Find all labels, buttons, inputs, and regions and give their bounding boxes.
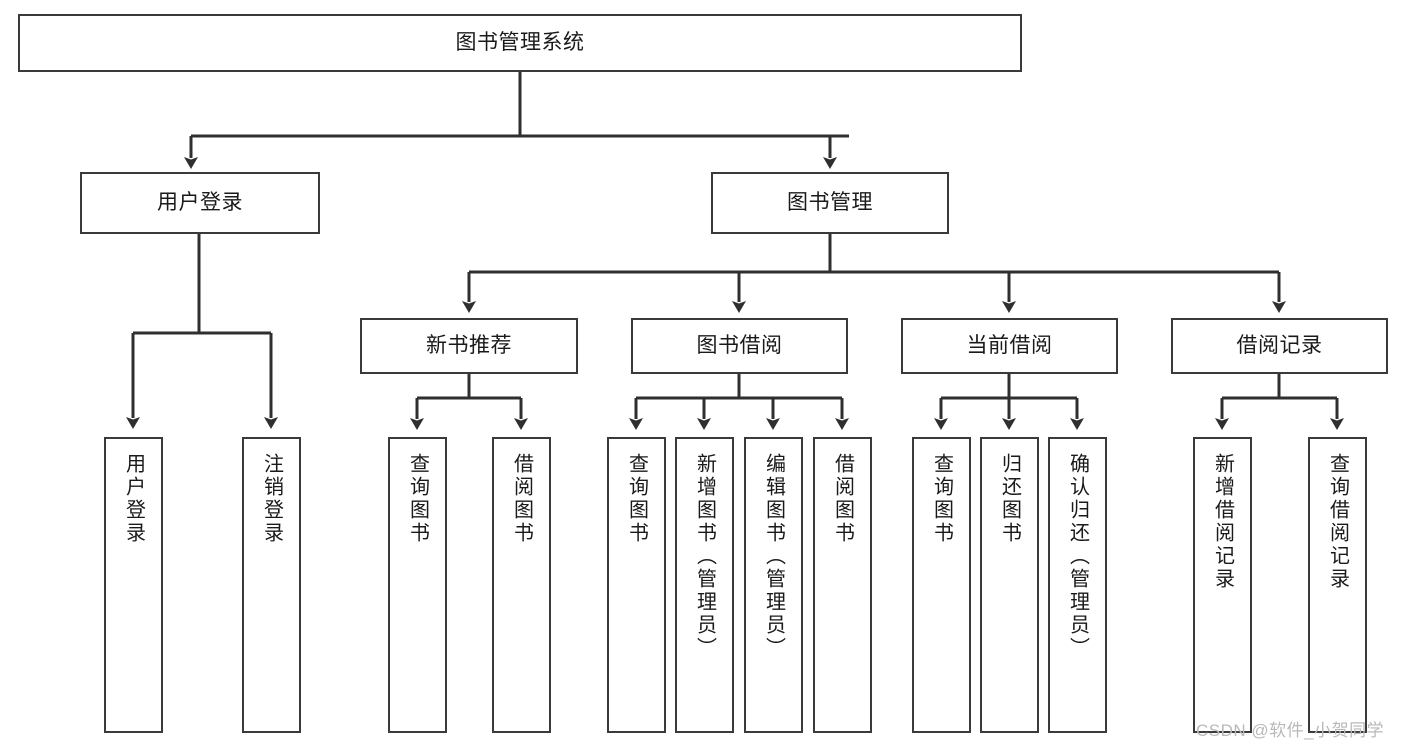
node-leaf-add-record-label: 新增借阅记录	[1211, 453, 1234, 591]
node-leaf-query-record[interactable]: 查询借阅记录	[1308, 437, 1367, 733]
node-user-login-label: 用户登录	[157, 190, 243, 214]
node-leaf-query-book-3[interactable]: 查询图书	[912, 437, 971, 733]
node-leaf-query-book-2-label: 查询图书	[625, 453, 648, 545]
node-leaf-user-logout[interactable]: 注销登录	[242, 437, 301, 733]
node-leaf-query-book-2[interactable]: 查询图书	[607, 437, 666, 733]
node-leaf-query-book-1[interactable]: 查询图书	[388, 437, 447, 733]
csdn-watermark: CSDN @软件_小贺同学	[1196, 721, 1385, 740]
node-leaf-borrow-book-2[interactable]: 借阅图书	[813, 437, 872, 733]
node-book-manage-label: 图书管理	[787, 190, 873, 214]
node-leaf-add-record[interactable]: 新增借阅记录	[1193, 437, 1252, 733]
node-current-borrow[interactable]: 当前借阅	[901, 318, 1118, 374]
node-leaf-query-book-3-label: 查询图书	[930, 453, 953, 545]
node-user-login[interactable]: 用户登录	[80, 172, 320, 234]
node-leaf-edit-book[interactable]: 编辑图书（管理员）	[744, 437, 803, 733]
node-leaf-add-book-label: 新增图书（管理员）	[693, 453, 716, 660]
node-leaf-return-book-label: 归还图书	[998, 453, 1021, 545]
node-book-manage[interactable]: 图书管理	[711, 172, 949, 234]
node-new-book-recommend[interactable]: 新书推荐	[360, 318, 578, 374]
node-leaf-add-book[interactable]: 新增图书（管理员）	[675, 437, 734, 733]
node-book-borrow[interactable]: 图书借阅	[631, 318, 848, 374]
node-leaf-borrow-book-2-label: 借阅图书	[831, 453, 854, 545]
node-leaf-borrow-book-1-label: 借阅图书	[510, 453, 533, 545]
node-borrow-record[interactable]: 借阅记录	[1171, 318, 1388, 374]
node-leaf-query-record-label: 查询借阅记录	[1326, 453, 1349, 591]
node-leaf-confirm-return[interactable]: 确认归还（管理员）	[1048, 437, 1107, 733]
node-leaf-edit-book-label: 编辑图书（管理员）	[762, 453, 785, 660]
node-root[interactable]: 图书管理系统	[18, 14, 1022, 72]
node-leaf-return-book[interactable]: 归还图书	[980, 437, 1039, 733]
node-leaf-query-book-1-label: 查询图书	[406, 453, 429, 545]
node-leaf-user-login-label: 用户登录	[122, 453, 145, 545]
node-book-borrow-label: 图书借阅	[696, 333, 783, 357]
node-leaf-user-logout-label: 注销登录	[260, 453, 283, 545]
node-leaf-user-login[interactable]: 用户登录	[104, 437, 163, 733]
node-root-label: 图书管理系统	[455, 30, 585, 54]
node-borrow-record-label: 借阅记录	[1236, 333, 1323, 357]
node-current-borrow-label: 当前借阅	[966, 333, 1053, 357]
node-new-book-recommend-label: 新书推荐	[426, 333, 512, 357]
node-leaf-confirm-return-label: 确认归还（管理员）	[1066, 453, 1089, 660]
node-leaf-borrow-book-1[interactable]: 借阅图书	[492, 437, 551, 733]
